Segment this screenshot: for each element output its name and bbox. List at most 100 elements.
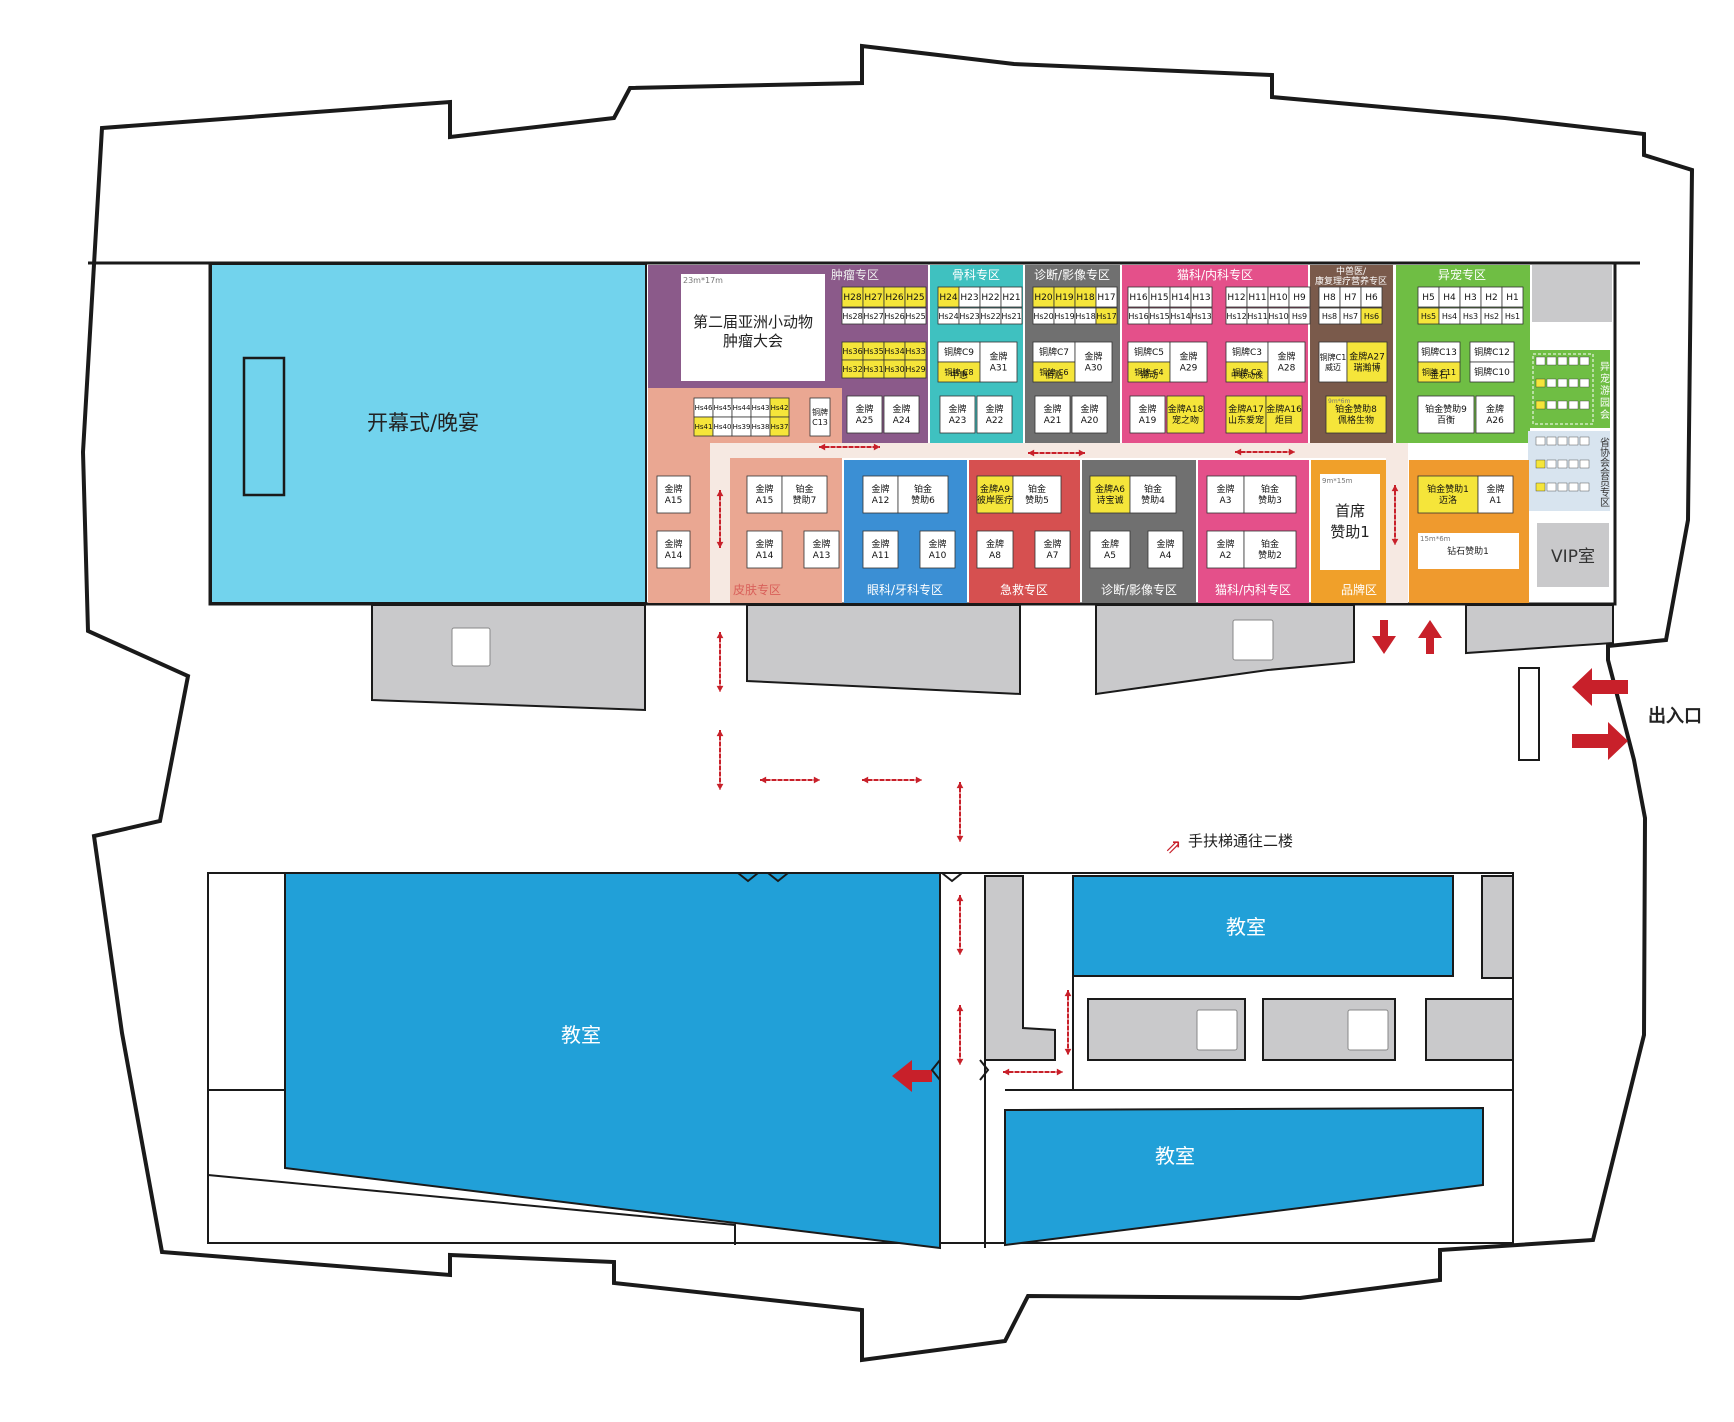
booth-pt6[interactable] — [897, 475, 949, 514]
booth-a26[interactable] — [1475, 395, 1515, 434]
booth-a1[interactable] — [1477, 475, 1514, 514]
mini-booth[interactable] — [1579, 378, 1590, 388]
classroom-lower-right[interactable] — [1004, 1106, 1484, 1247]
diamond-sponsor-booth[interactable] — [1418, 533, 1519, 569]
mini-booth[interactable] — [1568, 482, 1579, 492]
booth-h6[interactable] — [1360, 286, 1383, 308]
booth-a22[interactable] — [976, 395, 1013, 434]
booth-a2[interactable] — [1206, 530, 1245, 569]
mini-booth[interactable] — [1568, 459, 1579, 469]
vip-room[interactable] — [1537, 523, 1609, 587]
mini-booth[interactable] — [1535, 356, 1546, 366]
booth-a29[interactable] — [1169, 341, 1208, 383]
booth-c13[interactable] — [809, 397, 831, 437]
booth-pt9[interactable] — [1417, 395, 1475, 434]
mini-booth[interactable] — [1557, 378, 1568, 388]
booth-a8[interactable] — [976, 530, 1014, 569]
mini-booth[interactable] — [1557, 482, 1568, 492]
booth-h21[interactable] — [1000, 286, 1023, 308]
mini-booth[interactable] — [1535, 482, 1546, 492]
mini-booth[interactable] — [1535, 459, 1546, 469]
mini-booth[interactable] — [1579, 436, 1590, 446]
booth-a4[interactable] — [1147, 530, 1184, 569]
mini-booth[interactable] — [1546, 356, 1557, 366]
booth-a14[interactable] — [656, 530, 691, 569]
mini-booth[interactable] — [1568, 436, 1579, 446]
booth-hs1[interactable] — [1501, 307, 1524, 325]
booth-a12[interactable] — [862, 475, 899, 514]
booth-pt5[interactable] — [1012, 475, 1062, 514]
booth-a20[interactable] — [1071, 395, 1108, 434]
booth-a23[interactable] — [939, 395, 976, 434]
mini-booth[interactable] — [1546, 459, 1557, 469]
booth-pt2[interactable] — [1243, 530, 1297, 569]
booth-hs37[interactable] — [769, 416, 790, 437]
mini-booth[interactable] — [1557, 436, 1568, 446]
booth-a30[interactable] — [1074, 341, 1113, 383]
booth-a18[interactable] — [1166, 395, 1205, 434]
classroom-large[interactable] — [284, 872, 941, 1250]
mini-booth[interactable] — [1535, 400, 1546, 410]
booth-pt4[interactable] — [1129, 475, 1177, 514]
booth-a10[interactable] — [919, 530, 956, 569]
booth-hs6[interactable] — [1360, 307, 1383, 325]
booth-hs13[interactable] — [1190, 307, 1213, 325]
booth-c1[interactable] — [1318, 341, 1348, 383]
booth-hs17[interactable] — [1095, 307, 1118, 325]
booth-c11[interactable] — [1417, 361, 1461, 383]
booth-a16[interactable] — [1265, 395, 1303, 434]
booth-h1[interactable] — [1501, 286, 1524, 308]
booth-a11[interactable] — [862, 530, 899, 569]
booth-hs21[interactable] — [1000, 307, 1023, 325]
mini-booth[interactable] — [1568, 400, 1579, 410]
booth-pt3[interactable] — [1243, 475, 1297, 514]
booth-a3[interactable] — [1206, 475, 1245, 514]
classroom-upper-right[interactable] — [1072, 875, 1454, 977]
mini-booth[interactable] — [1579, 356, 1590, 366]
mini-booth[interactable] — [1557, 459, 1568, 469]
mini-booth[interactable] — [1546, 482, 1557, 492]
booth-a19[interactable] — [1129, 395, 1166, 434]
entrance-door[interactable] — [1518, 667, 1540, 761]
mini-booth[interactable] — [1557, 400, 1568, 410]
oncology-conference[interactable] — [681, 274, 825, 381]
booth-hs9[interactable] — [1288, 307, 1311, 325]
booth-pt1[interactable] — [1417, 475, 1479, 514]
booth-pt8[interactable] — [1325, 395, 1387, 434]
mini-booth[interactable] — [1535, 436, 1546, 446]
booth-a17[interactable] — [1225, 395, 1267, 434]
mini-booth[interactable] — [1579, 459, 1590, 469]
booth-h13[interactable] — [1190, 286, 1213, 308]
booth-hs29[interactable] — [904, 359, 927, 379]
booth-a25[interactable] — [846, 395, 883, 434]
booth-pt7[interactable] — [781, 475, 828, 514]
booth-a27[interactable] — [1346, 341, 1388, 383]
booth-a13[interactable] — [803, 530, 840, 569]
booth-a31[interactable] — [979, 341, 1018, 383]
booth-a21[interactable] — [1034, 395, 1071, 434]
mini-booth[interactable] — [1579, 400, 1590, 410]
booth-a15b[interactable] — [746, 475, 783, 514]
booth-hs25[interactable] — [904, 307, 927, 325]
mini-booth[interactable] — [1557, 356, 1568, 366]
booth-a28[interactable] — [1267, 341, 1306, 383]
booth-a9[interactable] — [976, 475, 1014, 514]
booth-h9[interactable] — [1288, 286, 1311, 308]
booth-a15[interactable] — [656, 475, 691, 514]
booth-a24[interactable] — [883, 395, 920, 434]
booth-a14b[interactable] — [746, 530, 783, 569]
booth-a7[interactable] — [1034, 530, 1071, 569]
mini-booth[interactable] — [1546, 436, 1557, 446]
booth-a5[interactable] — [1089, 530, 1131, 569]
booth-h25[interactable] — [904, 286, 927, 308]
mini-booth[interactable] — [1546, 378, 1557, 388]
mini-booth[interactable] — [1568, 356, 1579, 366]
booth-a6[interactable] — [1089, 475, 1131, 514]
mini-booth[interactable] — [1579, 482, 1590, 492]
mini-booth[interactable] — [1535, 378, 1546, 388]
booth-c10[interactable] — [1469, 361, 1515, 383]
first-sponsor-booth[interactable] — [1320, 474, 1380, 570]
booth-h17[interactable] — [1095, 286, 1118, 308]
mini-booth[interactable] — [1568, 378, 1579, 388]
mini-booth[interactable] — [1546, 400, 1557, 410]
